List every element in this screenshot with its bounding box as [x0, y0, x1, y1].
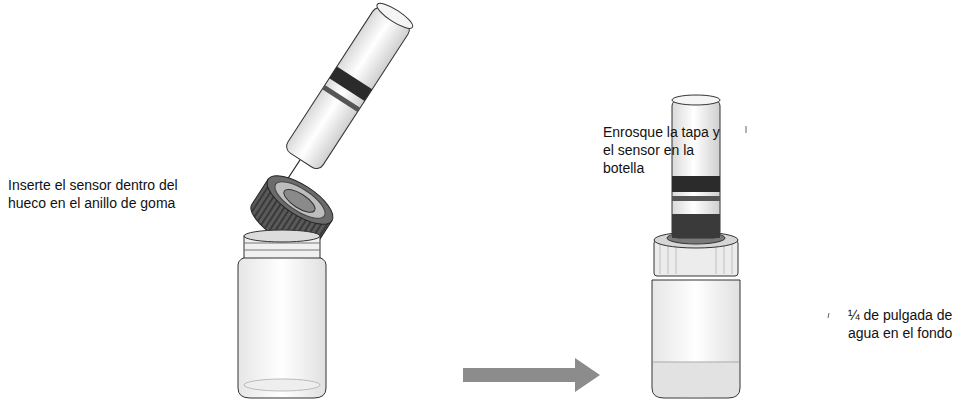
sensor	[672, 100, 720, 238]
note-label: ¼ de pulgada de agua en el fondo	[848, 306, 972, 342]
water	[653, 362, 739, 397]
tick	[828, 313, 829, 318]
cap	[244, 167, 340, 258]
process-arrow	[463, 358, 600, 392]
assembled-bottle	[652, 95, 740, 398]
tick	[746, 126, 747, 133]
note-label: Enrosque la tapa y el sensor en la botel…	[603, 123, 721, 177]
bottle	[238, 230, 326, 398]
note-label: Inserte el sensor dentro del hueco en el…	[8, 176, 213, 212]
sensor	[284, 0, 416, 172]
